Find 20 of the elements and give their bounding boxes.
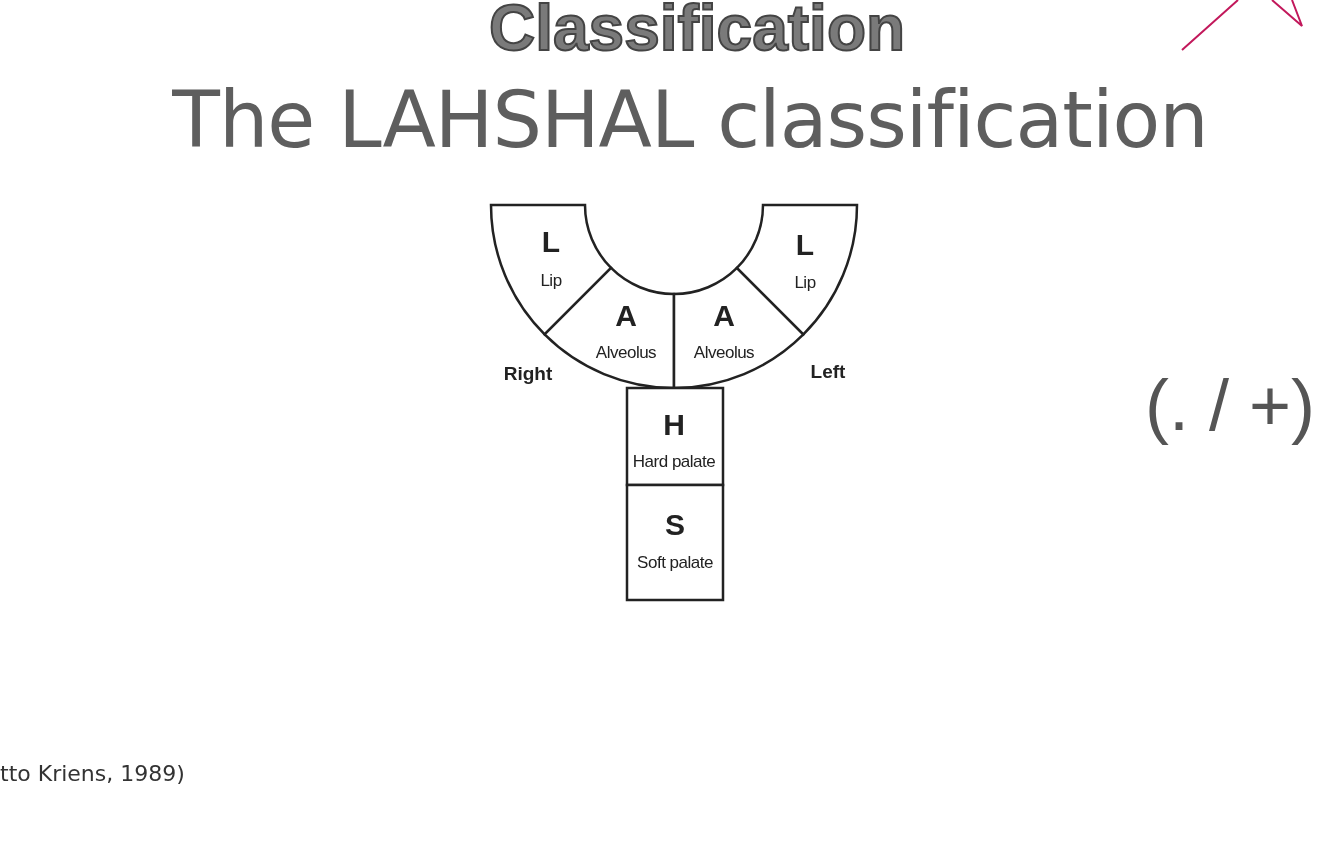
citation-text: tto Kriens, 1989) bbox=[0, 760, 185, 786]
segment-label: Lip bbox=[540, 271, 562, 291]
notation-text: (. / +) bbox=[1145, 364, 1315, 446]
segment-label: Soft palate bbox=[637, 553, 713, 573]
segment-label: Hard palate bbox=[632, 452, 716, 472]
soft-palate-segment bbox=[625, 486, 725, 602]
segment-letter: A bbox=[615, 299, 637, 333]
segment-label: Alveolus bbox=[693, 343, 755, 363]
segment-label: Alveolus bbox=[595, 343, 657, 363]
segment-label: Lip bbox=[794, 273, 816, 293]
lip-segment bbox=[738, 203, 858, 338]
slide-title: Classification bbox=[488, 0, 906, 65]
side-label: Right bbox=[503, 363, 553, 385]
segment-letter: A bbox=[713, 299, 735, 333]
segment-letter: H bbox=[663, 408, 685, 442]
segment-letter: L bbox=[795, 228, 815, 262]
segment-letter: S bbox=[665, 508, 685, 542]
side-label: Left bbox=[810, 361, 846, 383]
slide-subtitle: The LAHSHAL classification bbox=[172, 75, 1208, 165]
segment-letter: L bbox=[541, 225, 561, 259]
